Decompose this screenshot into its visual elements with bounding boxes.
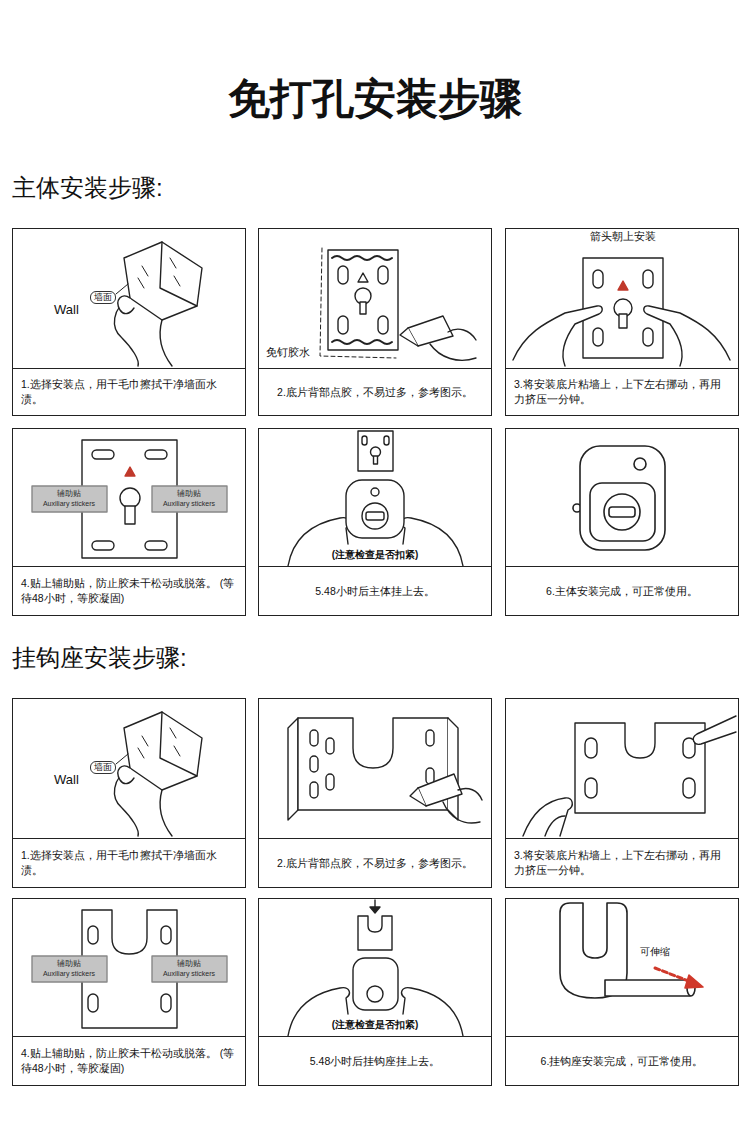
frame	[13, 899, 246, 1037]
caption-text: 3.将安装底片粘墙上，上下左右挪动，再用力挤压一分钟。	[514, 377, 730, 406]
caption-text: 2.底片背部点胶，不易过多，参考图示。	[267, 856, 483, 871]
caption-box: 1.选择安装点，用干毛巾擦拭干净墙面水渍。	[12, 368, 246, 416]
sticker-label: Auxiliary stickers	[163, 500, 215, 508]
sticker-label: 辅助贴	[177, 489, 201, 499]
callout-tag: 墙面	[90, 761, 116, 774]
caption-text: 6.挂钩座安装完成，可正常使用。	[514, 1054, 730, 1069]
frame	[259, 699, 492, 839]
main-body-drawing	[573, 446, 665, 550]
callout-tag: 墙面	[90, 291, 116, 304]
plate-press-drawing	[513, 258, 730, 366]
caption-box: 3.将安装底片粘墙上，上下左右挪动，再用力挤压一分钟。	[505, 368, 739, 416]
caption-text: 3.将安装底片粘墙上，上下左右挪动，再用力挤压一分钟。	[514, 848, 730, 877]
caption-box: 6.挂钩座安装完成，可正常使用。	[505, 1036, 739, 1086]
bracket-sticker-drawing	[32, 910, 227, 1028]
caption-text: 5.48小时后主体挂上去。	[267, 584, 483, 599]
sticker-label: Auxiliary stickers	[43, 500, 95, 508]
caption-box: 3.将安装底片粘墙上，上下左右挪动，再用力挤压一分钟。	[505, 838, 739, 888]
frame	[506, 699, 739, 839]
caption-text: 4.贴上辅助贴，防止胶未干松动或脱落。 (等待48小时，等胶凝固)	[21, 576, 237, 605]
caption-box: 5.48小时后主体挂上去。	[258, 566, 492, 616]
sticker-label: 辅助贴	[177, 959, 201, 969]
section-heading: 主体安装步骤:	[12, 174, 163, 203]
hang-body-drawing	[288, 431, 463, 566]
sticker-label: 辅助贴	[57, 489, 81, 499]
caption-box: 4.贴上辅助贴，防止胶未干松动或脱落。 (等待48小时，等胶凝固)	[12, 566, 246, 616]
caption-box: 6.主体安装完成，可正常使用。	[505, 566, 739, 616]
frame	[259, 429, 492, 567]
caption-box: 1.选择安装点，用干毛巾擦拭干净墙面水渍。	[12, 838, 246, 888]
wipe-wall-drawing	[114, 242, 202, 366]
caption-text: 5.48小时后挂钩座挂上去。	[267, 1054, 483, 1069]
caption-text: 2.底片背部点胶，不易过多，参考图示。	[267, 385, 483, 400]
caption-text: 1.选择安装点，用干毛巾擦拭干净墙面水渍。	[21, 848, 237, 877]
frame	[506, 899, 739, 1037]
frame	[259, 899, 492, 1037]
frame	[506, 429, 739, 567]
plate-glue-drawing	[320, 248, 476, 360]
wall-label: Wall	[54, 302, 79, 318]
frame	[13, 229, 246, 369]
frame	[506, 229, 739, 369]
plate-sticker-drawing	[32, 440, 227, 558]
caption-text: 6.主体安装完成，可正常使用。	[514, 584, 730, 599]
glue-label: 免钉胶水	[266, 346, 310, 359]
sticker-label: Auxiliary stickers	[163, 970, 215, 978]
wall-label: Wall	[54, 772, 79, 788]
arrow-note: 箭头朝上安装	[590, 230, 656, 243]
bracket-press-drawing	[523, 716, 736, 836]
hook-drawing	[560, 903, 703, 998]
frame	[13, 429, 246, 567]
hang-hook-drawing	[288, 900, 463, 1036]
caption-text: 4.贴上辅助贴，防止胶未干松动或脱落。 (等待48小时，等胶凝固)	[21, 1046, 237, 1075]
stretch-note: 可伸缩	[640, 946, 670, 958]
check-note: (注意检查是否扣紧)	[332, 1019, 419, 1031]
sticker-label: Auxiliary stickers	[43, 970, 95, 978]
section-heading: 挂钩座安装步骤:	[12, 644, 187, 673]
caption-box: 2.底片背部点胶，不易过多，参考图示。	[258, 838, 492, 888]
page-title: 免打孔安装步骤	[0, 74, 750, 124]
bracket-glue-drawing	[288, 718, 482, 823]
caption-box: 4.贴上辅助贴，防止胶未干松动或脱落。 (等待48小时，等胶凝固)	[12, 1036, 246, 1086]
caption-box: 5.48小时后挂钩座挂上去。	[258, 1036, 492, 1086]
caption-box: 2.底片背部点胶，不易过多，参考图示。	[258, 368, 492, 416]
check-note: (注意检查是否扣紧)	[332, 549, 419, 561]
wipe-wall-drawing	[114, 712, 202, 836]
caption-text: 1.选择安装点，用干毛巾擦拭干净墙面水渍。	[21, 377, 237, 406]
illustration-frames	[13, 229, 739, 1037]
frame	[259, 229, 492, 369]
frame	[13, 699, 246, 839]
sticker-label: 辅助贴	[57, 959, 81, 969]
